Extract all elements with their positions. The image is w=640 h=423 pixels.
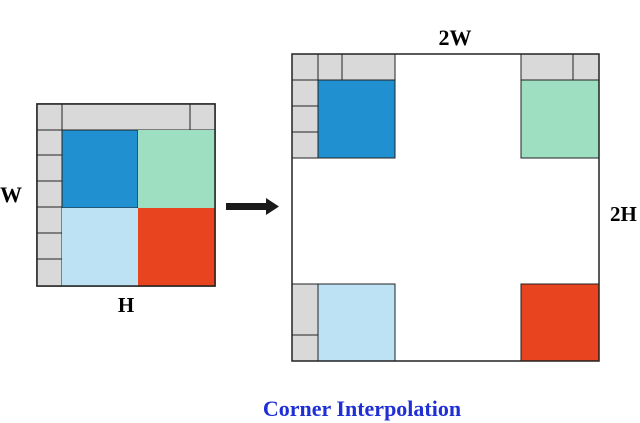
small-grid [36,103,216,287]
small-grid-outline [36,103,216,287]
large-quadrant-top-right [520,79,600,159]
large-grid-outline [291,53,600,362]
small-quadrant-bottom-right [138,208,215,286]
large-top-right-padding [520,53,600,81]
large-left-lower-padding [291,283,319,362]
large-quadrant-top-left [317,79,396,159]
small-quadrant-bottom-left [62,208,138,286]
large-quadrant-bottom-right [520,283,600,362]
small-left-padding [36,129,63,287]
transform-arrow-icon [226,198,279,215]
large-height-label: 2H [610,202,637,226]
large-width-label: 2W [439,25,472,50]
large-top-left-padding [291,53,396,81]
figure-caption: Corner Interpolation [263,396,461,421]
small-height-label: H [118,293,134,317]
large-grid [291,53,600,362]
large-left-upper-padding [291,79,319,159]
small-top-padding [36,103,216,131]
small-quadrant-top-right [138,130,215,208]
small-width-label: W [0,182,22,207]
large-quadrant-bottom-left [317,283,396,362]
small-quadrant-top-left [61,129,139,209]
